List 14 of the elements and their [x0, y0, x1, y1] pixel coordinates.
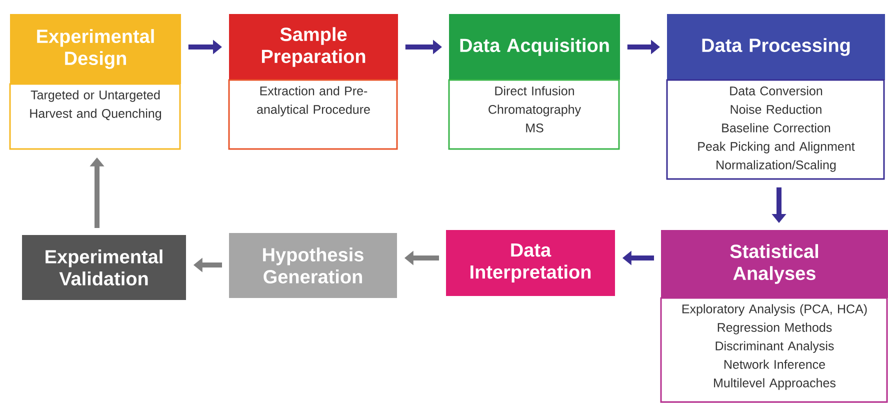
step-box: Hypothesis Generation	[229, 233, 397, 298]
step-box: Data Interpretation	[446, 230, 615, 296]
node-label: Targeted or Untargeted	[30, 90, 160, 102]
node-label: Sample Preparation	[262, 27, 366, 67]
step-box: Sample Preparation Extraction and Pre-analytical Procedure	[228, 14, 398, 150]
step-box: Data Processing Data Conversion Noise Reduction Baseline Correction Peak Picking and Alignment Normalization/Scaling	[666, 14, 885, 180]
node-label: Data Acquisition	[460, 38, 609, 56]
node-label: Data Processing	[702, 38, 850, 56]
node-label: Harvest and Quenching	[30, 108, 162, 120]
step-box: Experimental Design Targeted or Untargeted Harvest and Quenching	[9, 14, 181, 150]
step-box: Experimental Validation	[22, 235, 186, 300]
step-box: Statistical Analyses Exploratory Analysis (PCA, HCA) Regression Methods Discriminant Analysis Network Inference Multilevel Approaches	[660, 230, 888, 403]
step-box: Data Acquisition Direct Infusion Chromatography MS	[448, 14, 620, 150]
node-label: Statistical Analyses	[730, 244, 818, 284]
